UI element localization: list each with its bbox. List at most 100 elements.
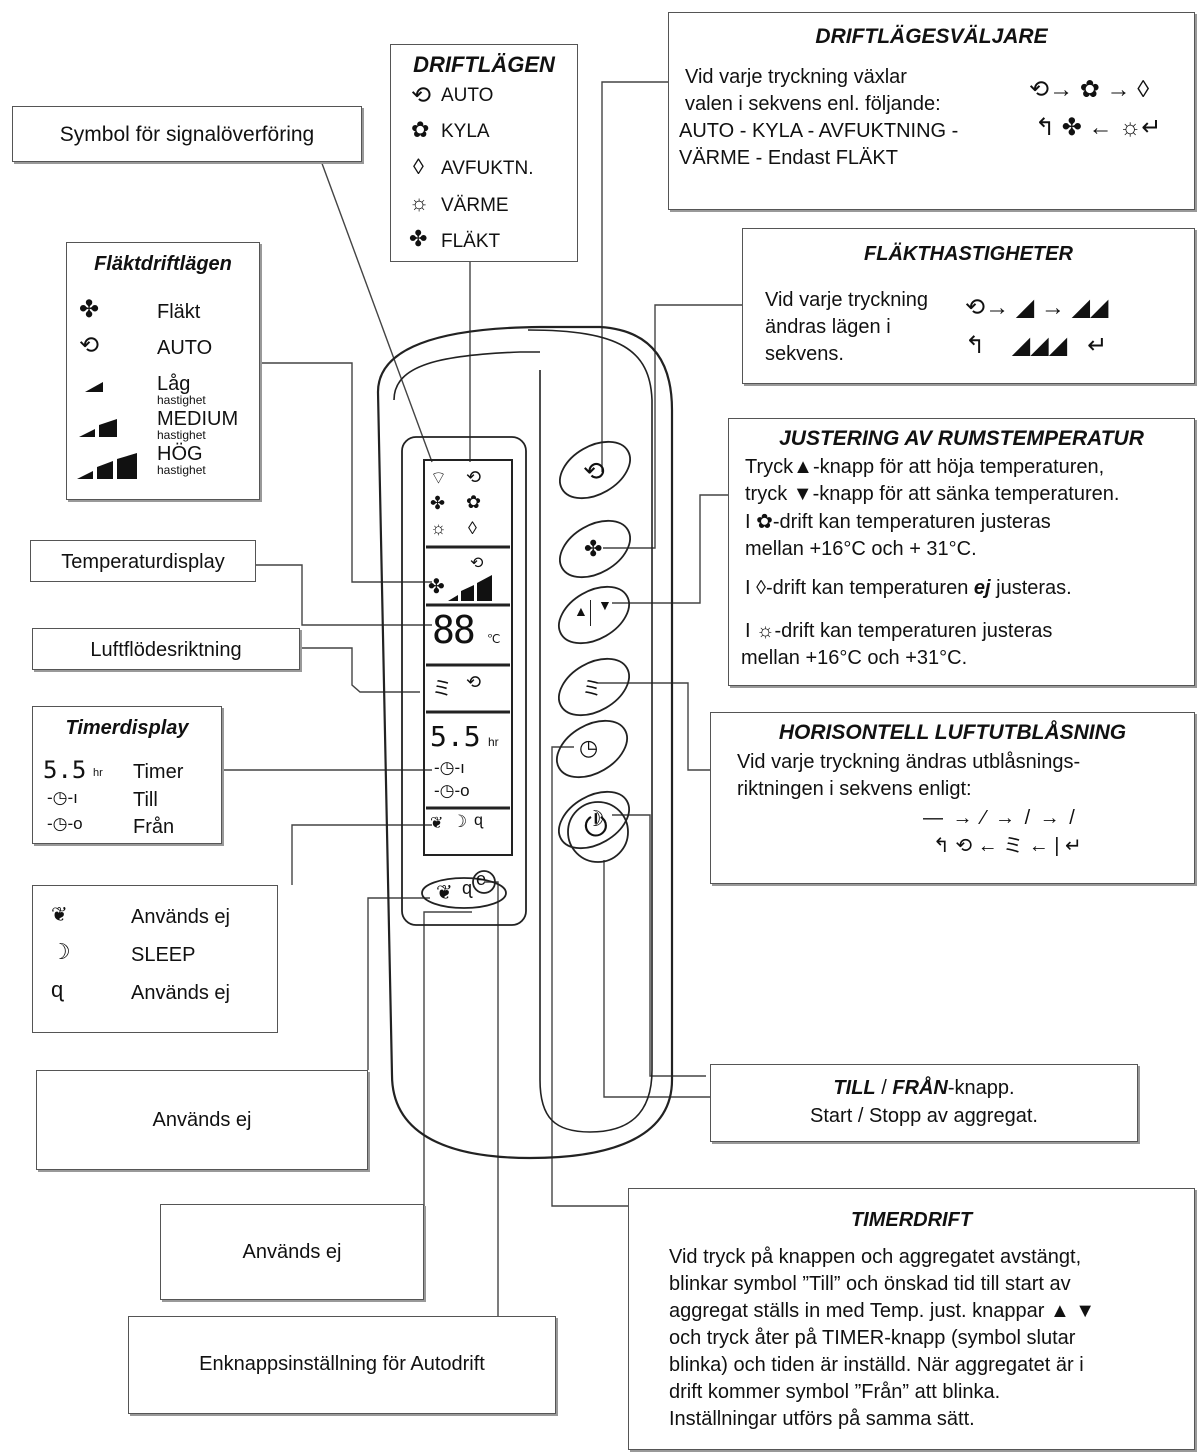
- lcd-autoswing-icon: ⟲: [466, 672, 482, 692]
- fan-mode-icon: ✤: [409, 226, 428, 251]
- e-icon[interactable]: e: [476, 869, 487, 889]
- high-bar-icon: [77, 453, 137, 479]
- timerop-line-7: Inställningar utförs på samma sätt.: [669, 1408, 975, 1430]
- leader-fanmodes: [258, 362, 432, 583]
- remote-outer: [376, 325, 674, 1160]
- timer-on-icon: -◷-ı: [47, 788, 78, 807]
- fanspeed-box: FLÄKTHASTIGHETER Vid varje tryckning änd…: [742, 228, 1195, 384]
- fanmode-low: Låg: [157, 373, 191, 395]
- timer-button: [556, 719, 628, 779]
- fanmode-high-sub: hastighet: [157, 463, 206, 477]
- lcd-fan2-icon: ✤: [428, 576, 445, 598]
- autodrift-label: Enknappsinställning för Autodrift: [199, 1353, 485, 1375]
- fanmodes-box: Fläktdriftlägen ✤ Fläkt ⟲ AUTO Låg hasti…: [66, 242, 260, 500]
- horizontal-title: HORISONTELL LUFTUTBLÅSNING: [778, 721, 1127, 744]
- tempadjust-title: JUSTERING AV RUMSTEMPERATUR: [779, 427, 1144, 450]
- leaf-icon[interactable]: ❦: [436, 882, 453, 904]
- lcd-screen: [423, 459, 513, 856]
- mode-cycle-icon[interactable]: ⟲: [583, 456, 605, 486]
- onoff-line-1: TILL / FRÅN-knapp.: [833, 1077, 1015, 1099]
- legend-unused-leaf: Används ej: [131, 906, 230, 928]
- alarm-icon-legend: ɋ: [51, 977, 64, 1002]
- lcd-frame: [401, 436, 527, 926]
- unused1-box: Används ej: [36, 1070, 368, 1170]
- lcd-leaf-icon: ❦: [430, 815, 444, 832]
- leader-tempadjust: [612, 494, 728, 604]
- lcd-speed-bars: [448, 575, 492, 601]
- fanmode-fan: Fläkt: [157, 301, 201, 323]
- down-arrow-icon[interactable]: ▼: [598, 597, 612, 613]
- moon-icon[interactable]: ☽: [585, 806, 605, 831]
- alarm-icon[interactable]: ɋ: [462, 878, 473, 898]
- leader-selector: [601, 81, 668, 472]
- fanmode-low-sub: hastighet: [157, 393, 206, 407]
- legend-sleep: SLEEP: [131, 944, 196, 966]
- timerop-line-3: aggregat ställs in med Temp. just. knapp…: [669, 1300, 1096, 1322]
- swing-button: [558, 657, 630, 717]
- lcd-swing-icon: ミ: [432, 678, 452, 700]
- legend-box: ❦ Används ej ☽ SLEEP ɋ Används ej: [32, 885, 278, 1033]
- fanmode-auto: AUTO: [157, 337, 213, 359]
- power-icon[interactable]: ⏻: [584, 810, 608, 843]
- clock-icon[interactable]: ◷: [579, 735, 599, 760]
- leaf-alarm-button: [421, 877, 507, 909]
- up-arrow-icon[interactable]: ▲: [574, 603, 588, 619]
- selector-sequence-top: ⟲→ ✿ → ◊: [1029, 76, 1150, 103]
- leader-unused1: [367, 897, 430, 1070]
- medium-bar-icon: [79, 419, 117, 437]
- horizontal-line-2: riktningen i sekvens enligt:: [737, 778, 972, 800]
- airflow-label: Luftflödesriktning: [90, 639, 242, 661]
- tempadjust-line-7: mellan +16°C och +31°C.: [741, 647, 968, 669]
- dry-icon: ◊: [413, 154, 424, 179]
- fanspeed-title: FLÄKTHASTIGHETER: [864, 243, 1073, 265]
- selector-box: DRIFTLÄGESVÄLJARE Vid varje tryckning vä…: [668, 12, 1195, 210]
- fanmodes-title: Fläktdriftlägen: [94, 253, 232, 275]
- remote-inner-left: [393, 351, 540, 401]
- leaf-icon-legend: ❦: [51, 904, 68, 926]
- lcd-signal-icon: ⌔: [430, 468, 447, 488]
- legend-unused-alarm: Används ej: [131, 982, 230, 1004]
- selector-line-1: Vid varje tryckning växlar: [685, 66, 907, 88]
- down-arrow-icon: ▼: [792, 483, 813, 505]
- airflow-box: Luftflödesriktning: [32, 628, 300, 670]
- leader-timerop: [551, 746, 628, 1207]
- power-button: [567, 801, 629, 863]
- mode-dry: AVFUKTN.: [441, 158, 534, 179]
- fanspeed-line-1: Vid varje tryckning: [765, 289, 929, 311]
- cool-icon: ✿: [756, 511, 773, 533]
- timerop-box: TIMERDRIFT Vid tryck på knappen och aggr…: [628, 1188, 1195, 1450]
- auto-icon: ⟲: [411, 82, 432, 109]
- tempadjust-box: JUSTERING AV RUMSTEMPERATUR Tryck▲-knapp…: [728, 418, 1195, 686]
- fanmode-medium: MEDIUM: [157, 408, 239, 430]
- lcd-auto-fan-icon: ⟲: [470, 555, 484, 572]
- e-button: [472, 870, 496, 894]
- fanspeed-sequence-top: ⟲→ ◢ → ◢◢: [965, 294, 1109, 321]
- swing-icon[interactable]: ミ: [582, 678, 602, 700]
- tempdisplay-box: Temperaturdisplay: [30, 540, 256, 582]
- lcd-timer-digits: 5.5: [430, 720, 481, 753]
- timerop-title: TIMERDRIFT: [850, 1209, 973, 1231]
- low-bar-icon: [85, 382, 103, 392]
- leader-unused2: [423, 911, 472, 1250]
- mode-fan: FLÄKT: [441, 231, 501, 252]
- fanmode-high: HÖG: [157, 443, 203, 465]
- fan-icon[interactable]: ✤: [584, 536, 603, 561]
- lcd-dry-icon: ◊: [468, 518, 477, 538]
- dry-icon: ◊: [756, 577, 767, 599]
- heat-icon: ☼: [409, 190, 430, 215]
- modes-box: DRIFTLÄGEN ⟲ AUTO ✿ KYLA ◊ AVFUKTN. ☼ VÄ…: [390, 44, 578, 262]
- selector-title: DRIFTLÄGESVÄLJARE: [815, 25, 1048, 48]
- leader-fanspeed: [603, 304, 742, 549]
- lcd-auto-icon: ⟲: [466, 467, 482, 487]
- leader-airflow: [300, 647, 420, 693]
- timerdisplay-title: Timerdisplay: [65, 717, 189, 739]
- timerdisplay-on: Till: [133, 789, 158, 811]
- lcd-heat-icon: ☼: [430, 518, 447, 538]
- leader-sleep: [612, 814, 706, 1077]
- heat-icon: ☼: [756, 620, 775, 642]
- mode-auto: AUTO: [441, 85, 494, 106]
- unused1-label: Används ej: [152, 1109, 252, 1131]
- timerop-line-4: och tryck åter på TIMER-knapp (symbol sl…: [669, 1327, 1076, 1349]
- leader-legend: [291, 824, 432, 885]
